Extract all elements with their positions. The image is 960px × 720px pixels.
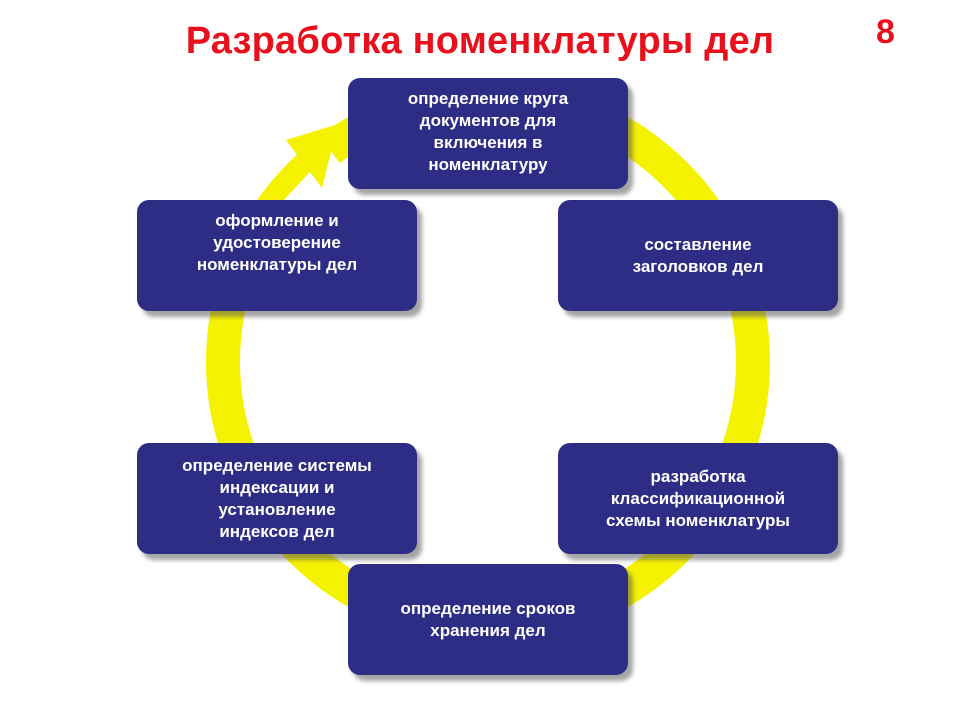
step-box-5: определение системы индексации и установ… <box>137 443 417 554</box>
step-box-6: оформление и удостоверение номенклатуры … <box>137 200 417 311</box>
step-box-3: разработка классификационной схемы номен… <box>558 443 838 554</box>
step-box-1: определение круга документов для включен… <box>348 78 628 189</box>
cycle-arrowhead-icon <box>286 124 338 188</box>
slide-number: 8 <box>876 13 895 51</box>
step-box-4: определение сроков хранения дел <box>348 564 628 675</box>
page-title: Разработка номенклатуры дел <box>185 20 775 62</box>
step-box-2: составление заголовков дел <box>558 200 838 311</box>
